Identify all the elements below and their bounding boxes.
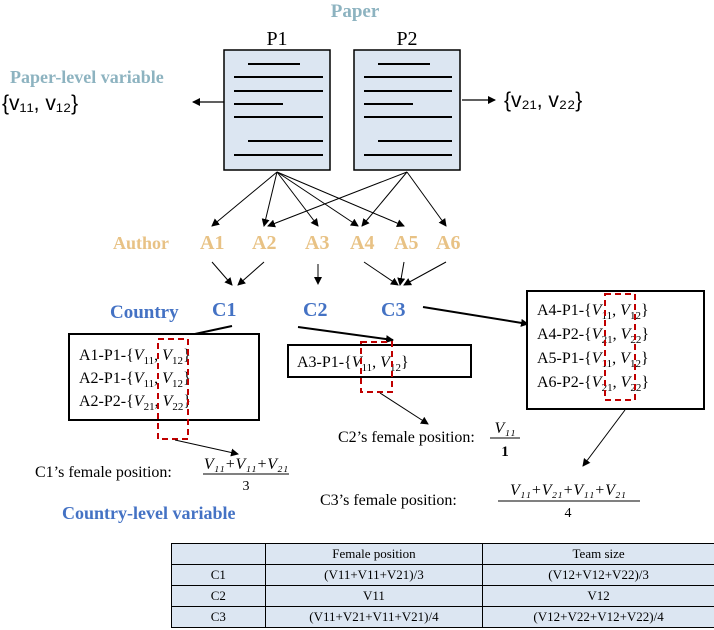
country-level-variable-label: Country-level variable	[62, 503, 235, 523]
table-cell: (V12+V12+V22)/3	[482, 564, 714, 586]
table-cell: (V11+V21+V11+V21)/4	[264, 606, 484, 628]
table-cell: (V12+V22+V12+V22)/4	[482, 606, 714, 628]
c2-box-arrow	[297, 326, 394, 344]
c3-highlight-dashed	[604, 293, 636, 401]
table-cell: C3	[171, 606, 266, 628]
paper-p1-text-lines	[234, 63, 323, 156]
paper-title: Paper	[331, 1, 380, 22]
table-row: C2 V11 V12	[171, 585, 714, 607]
table-cell: C1	[171, 564, 266, 586]
c3-formula-numerator: V₁₁+V₂₁+V₁₁+V₂₁	[510, 482, 626, 499]
c1-formula-numerator: V₁₁+V₁₁+V₂₁	[204, 456, 288, 473]
c1-formula-label: C1’s female position:	[35, 464, 172, 481]
table-cell: (V11+V11+V21)/3	[264, 564, 484, 586]
author-country-arrows	[211, 261, 447, 286]
c2-assignment-box	[287, 344, 472, 378]
c2-formula-numerator: V₁₁	[495, 420, 516, 437]
paper-p2-document	[353, 49, 461, 171]
c1-highlight-dashed	[157, 338, 189, 440]
c3-box-arrow	[422, 306, 529, 327]
author-a2: A2	[252, 232, 276, 254]
summary-table: Female position Team size C1 (V11+V11+V2…	[171, 543, 714, 628]
table-header-team-size: Team size	[482, 543, 714, 565]
c3-assignment-box	[526, 290, 705, 410]
author-a6: A6	[436, 232, 460, 254]
c3-formula-arrow	[582, 409, 626, 467]
c1-assignment-box	[68, 333, 260, 421]
c2-highlight-dashed	[360, 341, 393, 393]
author-label: Author	[113, 233, 169, 253]
author-a5: A5	[394, 232, 418, 254]
c1-formula-denominator: 3	[243, 479, 250, 494]
c2-row-0: A3-P1-{V11, V12}	[297, 354, 409, 374]
c3-formula-label: C3’s female position:	[320, 492, 457, 509]
svg-text:A3-P1-{V11, V12}: A3-P1-{V11, V12}	[297, 354, 409, 374]
country-label: Country	[110, 302, 179, 323]
c3-row-3: A6-P2-{V21, V22}	[537, 374, 649, 394]
country-c2: C2	[303, 299, 327, 321]
paper-level-variable-label: Paper-level variable	[10, 67, 164, 87]
table-cell: V12	[482, 585, 714, 607]
table-cell: V11	[264, 585, 484, 607]
table-row: C1 (V11+V11+V21)/3 (V12+V12+V22)/3	[171, 564, 714, 586]
author-a1: A1	[200, 232, 224, 254]
c3-formula-denominator: 4	[565, 506, 572, 521]
c2-formula-arrow	[379, 392, 429, 425]
paper-p1-document	[223, 49, 331, 171]
author-a4: A4	[350, 232, 374, 254]
svg-text:A6-P2-{V21, V22}: A6-P2-{V21, V22}	[537, 374, 649, 394]
table-header-female-position: Female position	[264, 543, 484, 565]
country-c3: C3	[381, 299, 405, 321]
table-header-cell	[171, 543, 266, 565]
table-header-row: Female position Team size	[171, 543, 714, 565]
paper-p2-variables: {v₂₁, v₂₂}	[504, 89, 582, 112]
country-c1: C1	[212, 299, 236, 321]
c2-formula-label: C2’s female position:	[338, 429, 475, 446]
table-row: C3 (V11+V21+V11+V21)/4 (V12+V22+V12+V22)…	[171, 606, 714, 628]
paper-p1-label: P1	[266, 28, 287, 50]
author-a3: A3	[305, 232, 329, 254]
c2-formula-denominator: 1	[501, 444, 509, 460]
paper-p2-text-lines	[364, 63, 452, 156]
paper-p2-label: P2	[396, 28, 417, 50]
paper-p1-variables: {v₁₁, v₁₂}	[2, 92, 78, 115]
paper-author-arrows	[211, 171, 447, 228]
c1-formula-arrow	[174, 439, 239, 457]
table-cell: C2	[171, 585, 266, 607]
